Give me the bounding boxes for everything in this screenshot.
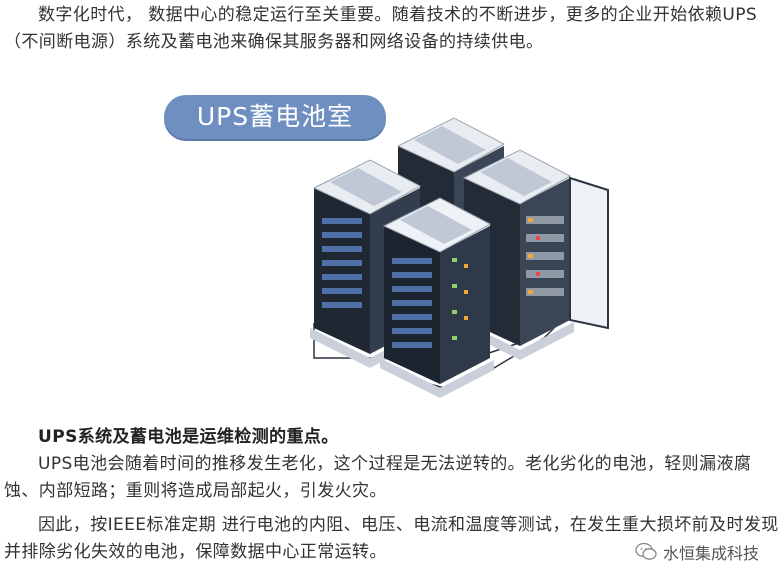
watermark-text: 水恒集成科技 (662, 544, 759, 563)
section-heading: UPS系统及蓄电池是运维检测的重点。 (38, 427, 339, 447)
server-rack-icon (310, 117, 609, 398)
wechat-icon (635, 542, 657, 560)
room-title-badge: UPS蓄电池室 (164, 95, 386, 139)
body-paragraph-testing: 因此，按IEEE标准定期 进行电池的内阻、电压、电流和温度等测试，在发生重大损坏… (4, 515, 779, 562)
ups-battery-room-illustration (164, 88, 624, 398)
account-watermark: 水恒集成科技 (630, 540, 763, 564)
intro-paragraph: 数字化时代， 数据中心的稳定运行至关重要。随着技术的不断进步，更多的企业开始依赖… (4, 5, 758, 52)
body-paragraph-aging: UPS电池会随着时间的推移发生老化，这个过程是无法逆转的。老化劣化的电池，轻则漏… (4, 454, 752, 501)
